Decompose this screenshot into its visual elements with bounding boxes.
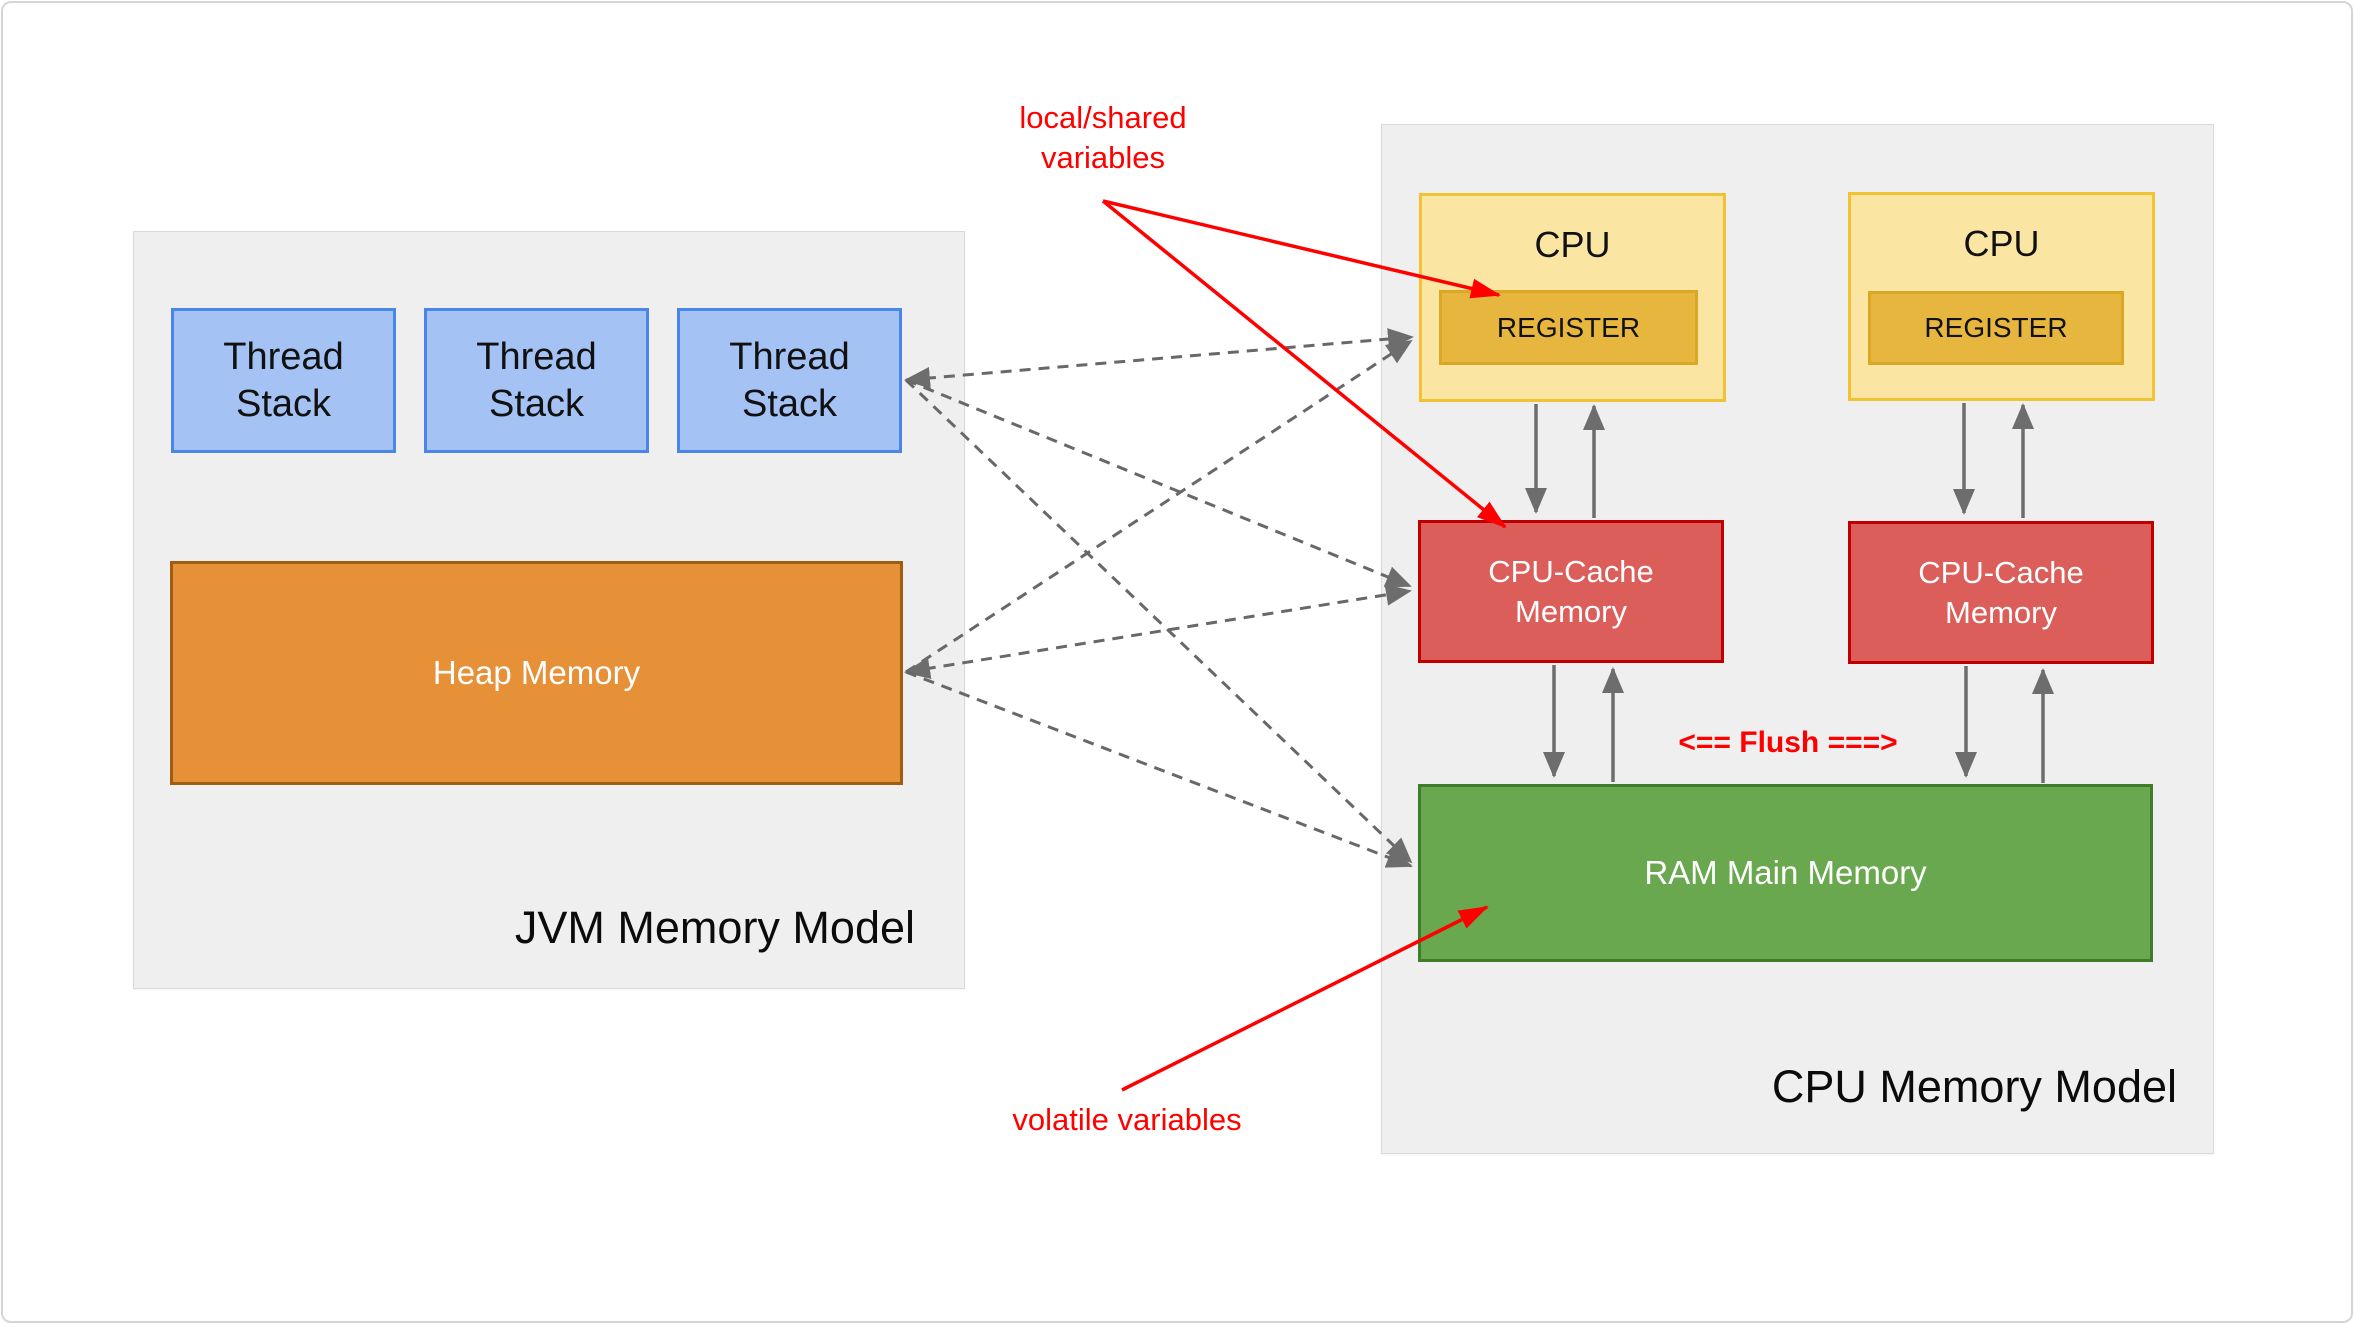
local-shared-variables-note: local/shared variables (1019, 100, 1187, 175)
cpu-cache-box-1: CPU-Cache Memory (1418, 520, 1724, 663)
jvm-panel-title: JVM Memory Model (514, 902, 915, 953)
dashed-link-stack-cache (905, 378, 1412, 588)
cpu-cache-box-2: CPU-Cache Memory (1848, 521, 2154, 664)
thread-stack-box-3: Thread Stack (677, 308, 902, 453)
ram-main-memory-box: RAM Main Memory (1418, 784, 2153, 962)
volatile-variables-note: volatile variables (1012, 1102, 1242, 1137)
dashed-link-heap-ram (905, 670, 1413, 868)
dashed-link-stack-register (904, 328, 1414, 389)
dashed-link-heap-register (905, 339, 1413, 674)
dashed-link-heap-cache (904, 583, 1412, 680)
register-box-2: REGISTER (1868, 291, 2124, 365)
register-box-1: REGISTER (1439, 290, 1698, 365)
cpu-panel-title: CPU Memory Model (1771, 1061, 2177, 1112)
flush-label: <== Flush ===> (1678, 726, 1898, 759)
dashed-link-stack-ram (904, 378, 1413, 864)
heap-memory-box: Heap Memory (170, 561, 903, 785)
thread-stack-box-1: Thread Stack (171, 308, 396, 453)
thread-stack-box-2: Thread Stack (424, 308, 649, 453)
